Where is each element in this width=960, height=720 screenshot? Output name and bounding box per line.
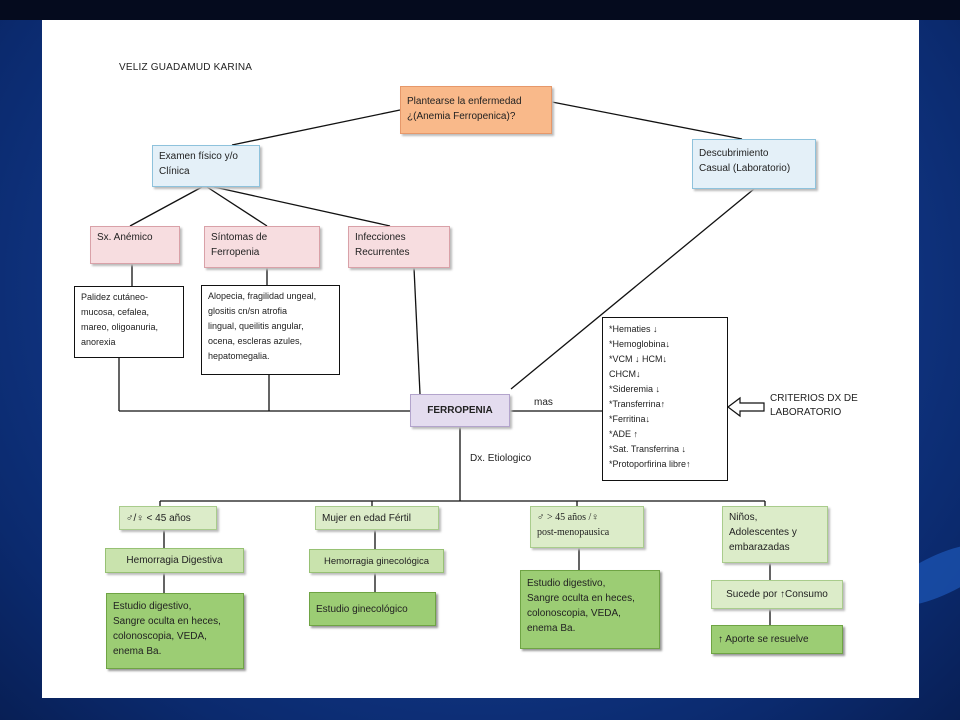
node-hemorragia-digestiva: Hemorragia Digestiva	[105, 548, 244, 573]
node-text-line: Estudio ginecológico	[316, 604, 408, 615]
node-estudio-digestivo-1: Estudio digestivo, Sangre oculta en heces…	[106, 593, 244, 669]
node-text-line: post-menopausica	[537, 527, 610, 538]
edge-infecciones-ferropenia	[413, 267, 421, 395]
node-text-line: ♂ > 45 años /♀	[537, 512, 599, 523]
node-root: Plantearse la enfermedad ¿(Anemia Ferrope…	[400, 86, 552, 134]
node-text-line: Estudio digestivo,	[527, 578, 606, 589]
node-text-line: Descubrimiento	[699, 148, 769, 159]
node-text-line: lingual, queilitis angular,	[208, 321, 304, 331]
node-text-line: *Ferritina↓	[609, 414, 651, 424]
node-text-line: glositis cn/sn atrofia	[208, 306, 288, 316]
node-men-young: ♂/♀ < 45 años	[119, 506, 217, 530]
node-text-line: CRITERIOS DX DE	[770, 393, 858, 404]
label-mas: mas	[534, 396, 553, 410]
node-text-line: *Hematies ↓	[609, 324, 658, 334]
node-alopecia: Alopecia, fragilidad ungeal, glositis cn/…	[201, 285, 340, 375]
node-text-line: *ADE ↑	[609, 429, 639, 439]
node-hemorragia-gineco: Hemorragia ginecológica	[309, 549, 444, 573]
node-text-line: Alopecia, fragilidad ungeal,	[208, 291, 317, 301]
edge-examen-sintomas	[206, 186, 268, 227]
node-text-line: *Sideremia ↓	[609, 384, 661, 394]
node-text-line: *Protoporfirina libre↑	[609, 459, 691, 469]
node-text-line: mareo, oligoanuria,	[81, 322, 159, 332]
node-text-line: Plantearse la enfermedad	[407, 96, 522, 107]
node-sx-anemico: Sx. Anémico	[90, 226, 180, 264]
node-consumo: Sucede por ↑Consumo	[711, 580, 843, 609]
edge-root-descubrimiento	[551, 101, 743, 140]
node-laboratorio: *Hematies ↓ *Hemoglobina↓ *VCM ↓ HCM↓ CHCM↓…	[602, 317, 728, 481]
edge-descubrimiento-ferropenia	[510, 188, 755, 390]
edge-examen-infecciones	[213, 186, 391, 227]
node-text-line: Síntomas de	[211, 232, 268, 243]
node-text-line: Adolescentes y	[729, 527, 797, 538]
node-text-line: Ferropenia	[211, 247, 260, 258]
node-ninos: Niños, Adolescentes y embarazadas	[722, 506, 828, 563]
top-bar	[0, 0, 960, 20]
node-ferropenia: FERROPENIA	[410, 394, 510, 427]
node-text-line: Sucede por ↑Consumo	[726, 589, 828, 600]
node-text-line: Examen físico y/o	[159, 151, 238, 162]
node-text-line: colonoscopia, VEDA,	[113, 631, 207, 642]
node-text-line: colonoscopia, VEDA,	[527, 608, 621, 619]
node-text-line: Niños,	[729, 512, 758, 523]
node-text-line: ↑ Aporte se resuelve	[718, 634, 809, 645]
node-text-line: *Sat. Transferrina ↓	[609, 444, 687, 454]
node-text-line: Infecciones	[355, 232, 406, 243]
node-text-line: Estudio digestivo,	[113, 601, 192, 612]
node-text-line: Sangre oculta en heces,	[113, 616, 221, 627]
node-mujer-fertil: Mujer en edad Fértil	[315, 506, 439, 530]
node-text-line: anorexia	[81, 337, 116, 347]
slide: VELIZ GUADAMUD KARINA Plantearse la enfe…	[42, 20, 919, 698]
node-text-line: embarazadas	[729, 542, 790, 553]
node-text-line: *Hemoglobina↓	[609, 339, 671, 349]
node-text-line: LABORATORIO	[770, 407, 842, 418]
node-text-line: ♂/♀ < 45 años	[126, 513, 191, 524]
node-estudio-gineco: Estudio ginecológico	[309, 592, 436, 626]
label-dx-etiologico: Dx. Etiologico	[470, 452, 531, 466]
node-text-line: Sx. Anémico	[97, 232, 153, 243]
node-aporte: ↑ Aporte se resuelve	[711, 625, 843, 654]
edge-examen-sx-anemico	[129, 186, 203, 227]
node-estudio-digestivo-2: Estudio digestivo, Sangre oculta en heces…	[520, 570, 660, 649]
node-text-line: enema Ba.	[527, 623, 576, 634]
node-text-line: mucosa, cefalea,	[81, 307, 150, 317]
node-sintomas: Síntomas de Ferropenia	[204, 226, 320, 268]
node-palidez: Palidez cutáneo-mucosa, cefalea, mareo, o…	[74, 286, 184, 358]
node-text-line: enema Ba.	[113, 646, 162, 657]
label-criterios: CRITERIOS DX DE LABORATORIO	[770, 392, 858, 420]
node-text-line: Mujer en edad Fértil	[322, 513, 411, 524]
connector-lines	[118, 101, 771, 625]
node-text-line: Recurrentes	[355, 247, 410, 258]
node-text-line: Casual (Laboratorio)	[699, 163, 791, 174]
node-text-line: *VCM ↓ HCM↓	[609, 354, 667, 364]
node-text-line: mas	[534, 397, 553, 408]
node-text-line: ¿(Anemia Ferropenica)?	[407, 111, 516, 122]
node-text-line: FERROPENIA	[427, 405, 493, 416]
node-text-line: Sangre oculta en heces,	[527, 593, 635, 604]
node-text-line: hepatomegalia.	[208, 351, 270, 361]
author-name: VELIZ GUADAMUD KARINA	[119, 62, 253, 73]
node-text-line: Hemorragia ginecológica	[323, 556, 430, 567]
criterios-arrow	[727, 396, 765, 418]
node-men-old: ♂ > 45 años /♀ post-menopausica	[530, 506, 644, 548]
node-text-line: *Transferrina↑	[609, 399, 666, 409]
node-text-line: Hemorragia Digestiva	[126, 555, 223, 566]
node-text-line: Dx. Etiologico	[470, 453, 532, 464]
node-text-line: ocena, escleras azules,	[208, 336, 303, 346]
node-text-line: CHCM↓	[609, 369, 641, 379]
node-text-line: Palidez cutáneo-	[81, 292, 149, 302]
node-text-line: Clínica	[159, 166, 190, 177]
edge-root-examen	[231, 109, 401, 146]
